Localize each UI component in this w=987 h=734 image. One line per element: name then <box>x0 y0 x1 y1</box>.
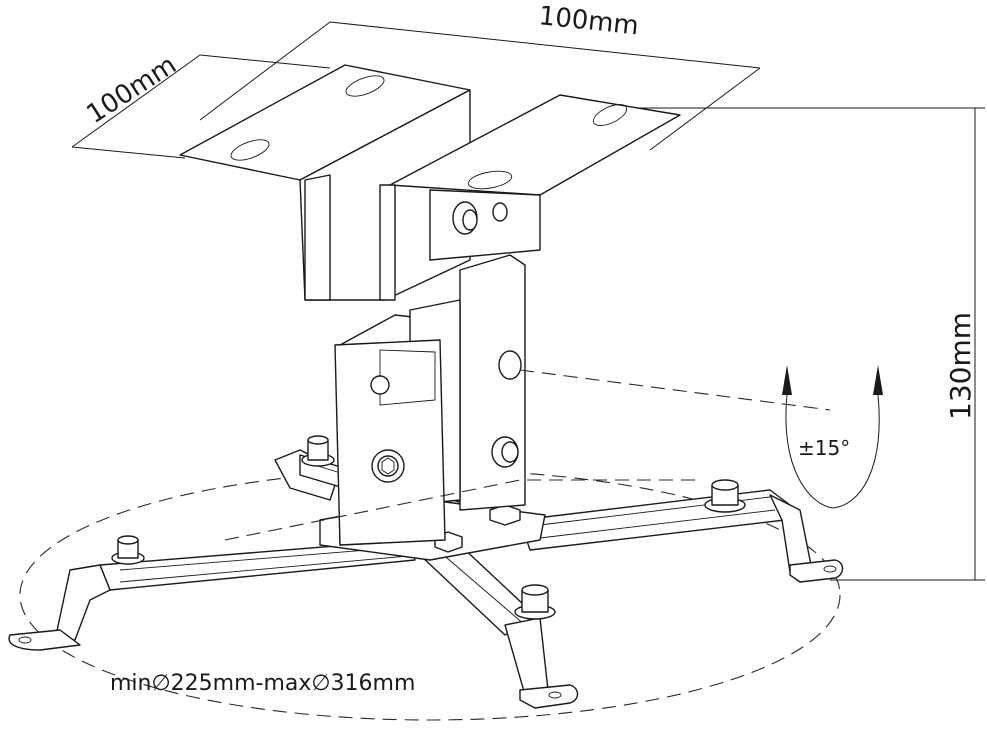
height-dimension-label: 130mm <box>944 312 977 420</box>
rotation-axis-line <box>224 479 700 541</box>
leg-span-label: min∅225mm-max∅316mm <box>110 671 415 696</box>
tilt-indicator <box>782 365 883 509</box>
dimension-lines <box>71 21 985 581</box>
top-brackets <box>179 64 681 301</box>
tilt-angle-label: ±15° <box>798 436 850 460</box>
tilt-axis-line <box>519 369 831 411</box>
arrow-up-left-icon <box>782 365 792 395</box>
arrow-up-right-icon <box>873 365 883 395</box>
width-dimension-label: 100mm <box>537 1 640 41</box>
depth-dimension-label: 100mm <box>81 50 181 130</box>
central-column <box>334 254 526 546</box>
